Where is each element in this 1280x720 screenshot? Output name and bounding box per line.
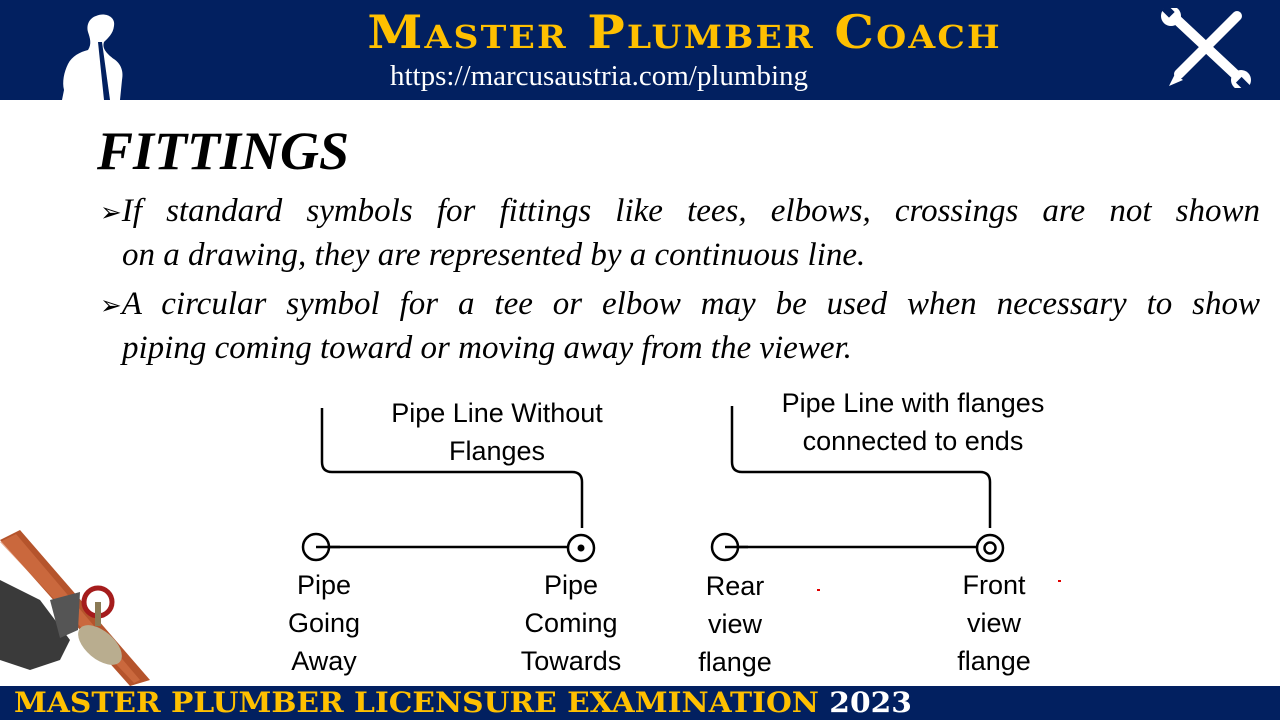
bullet-text-line2: piping coming toward or moving away from…	[122, 330, 852, 366]
header-banner: Master Plumber Coach https://marcusaustr…	[0, 0, 1280, 100]
label-pipe-going-away: Pipe Going Away	[287, 570, 361, 676]
bullet-text-line2: on a drawing, they are represented by a …	[122, 237, 866, 273]
bullet-line: ➢If standard symbols for fittings like t…	[100, 190, 1260, 234]
label-front-view-flange: Front view flange	[957, 570, 1031, 676]
right-caption: Pipe Line with flanges connected to ends	[781, 388, 1045, 456]
bullet-point-1: ➢If standard symbols for fittings like t…	[100, 190, 1260, 276]
person-silhouette-icon	[62, 14, 123, 100]
left-leader-line	[320, 408, 584, 528]
slide-title: FITTINGS	[97, 121, 350, 181]
site-url[interactable]: https://marcusaustria.com/plumbing	[390, 60, 809, 92]
arrow-bullet-icon: ➢	[100, 291, 122, 320]
pipe-valve-image	[0, 530, 150, 686]
fittings-diagram: Pipe Line Without Flanges Pipe Line with…	[0, 380, 1280, 680]
label-rear-view-flange: Rear view flange	[698, 571, 772, 677]
arrow-bullet-icon: ➢	[100, 198, 122, 227]
bullet-point-2: ➢A circular symbol for a tee or elbow ma…	[100, 283, 1260, 369]
footer-banner: MASTER PLUMBER LICENSURE EXAMINATION 202…	[0, 686, 1280, 720]
footer-year: 2023	[829, 686, 912, 719]
right-leader-line	[730, 406, 992, 528]
footer-text: MASTER PLUMBER LICENSURE EXAMINATION 202…	[14, 686, 912, 719]
wrench-pencil-crossed-icon	[1161, 8, 1251, 88]
diagram-lines	[301, 406, 1005, 563]
site-title: Master Plumber Coach	[367, 5, 1002, 59]
left-caption: Pipe Line Without Flanges	[391, 398, 603, 466]
pipe-coming-towards-dot	[577, 544, 585, 552]
stray-mark	[817, 589, 820, 591]
stray-mark	[1058, 580, 1061, 582]
bullet-text-line1: If standard symbols for fittings like te…	[121, 193, 1260, 229]
front-view-flange-inner	[983, 541, 997, 555]
label-pipe-coming-towards: Pipe Coming Towards	[520, 570, 622, 676]
bullet-text-line1: A circular symbol for a tee or elbow may…	[121, 286, 1260, 322]
bullet-line: ➢A circular symbol for a tee or elbow ma…	[100, 283, 1260, 327]
